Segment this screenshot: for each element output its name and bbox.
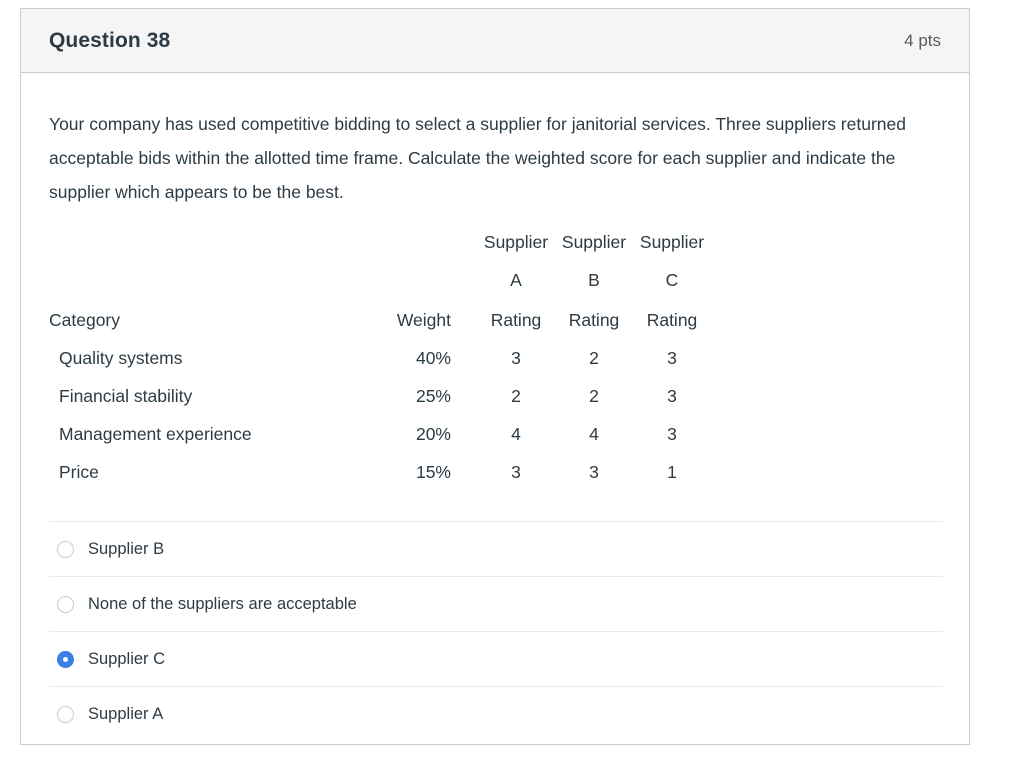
cell-weight: 20% — [415, 424, 451, 444]
cell-rating-a: 2 — [511, 386, 521, 406]
answer-option-1[interactable]: Supplier B — [49, 521, 943, 576]
supplier-header-spacer — [49, 223, 371, 301]
answer-option-3[interactable]: Supplier C — [49, 631, 943, 686]
cell-weight: 40% — [415, 348, 451, 368]
cell-rating-b: 2 — [589, 348, 599, 368]
page-title: Question 38 — [49, 28, 171, 52]
answer-label: Supplier C — [88, 649, 166, 668]
radio-button-selected-icon[interactable] — [57, 650, 74, 668]
answer-label: Supplier A — [88, 704, 164, 723]
cell-rating-c: 3 — [667, 386, 677, 406]
column-header-weight: Weight — [396, 310, 451, 330]
answer-option-2[interactable]: None of the suppliers are acceptable — [49, 576, 943, 631]
cell-rating-b: 2 — [589, 386, 599, 406]
radio-button-icon[interactable] — [57, 705, 74, 723]
column-header-category: Category — [49, 310, 121, 330]
cell-category: Management experience — [59, 424, 252, 444]
supplier-rating-table: Supplier A Supplier B Supplier C Categor… — [49, 223, 711, 491]
supplier-header-spacer-gap — [451, 223, 477, 301]
answer-option-4[interactable]: Supplier A — [49, 686, 943, 741]
question-prompt: Your company has used competitive biddin… — [49, 114, 906, 202]
radio-button-icon[interactable] — [57, 540, 74, 558]
answer-label: Supplier B — [88, 539, 165, 558]
cell-category: Quality systems — [59, 348, 183, 368]
cell-weight: 15% — [415, 462, 451, 482]
cell-rating-b: 3 — [589, 462, 599, 482]
table-supplier-header-row: Supplier A Supplier B Supplier C — [49, 223, 711, 301]
question-card: Question 38 4 pts Your company has used … — [20, 8, 970, 745]
column-header-rating-b: Rating — [568, 310, 620, 330]
question-points: 4 pts — [904, 30, 941, 50]
table-row: Price 15% 3 3 1 — [49, 453, 711, 491]
cell-rating-c: 3 — [667, 424, 677, 444]
cell-category: Price — [59, 462, 99, 482]
cell-rating-c: 3 — [667, 348, 677, 368]
column-header-gap — [451, 301, 477, 339]
supplier-header-b: Supplier B — [561, 232, 627, 290]
cell-rating-b: 4 — [589, 424, 599, 444]
question-header: Question 38 4 pts — [21, 9, 969, 73]
cell-rating-c: 1 — [667, 462, 677, 482]
cell-rating-a: 3 — [511, 462, 521, 482]
supplier-header-c: Supplier C — [639, 232, 705, 290]
radio-button-icon[interactable] — [57, 595, 74, 613]
table-row: Management experience 20% 4 4 3 — [49, 415, 711, 453]
column-header-rating-c: Rating — [646, 310, 698, 330]
supplier-header-a: Supplier A — [483, 232, 549, 290]
table-column-header-row: Category Weight Rating Rating Rating — [49, 301, 711, 339]
answer-label: None of the suppliers are acceptable — [88, 594, 357, 613]
table-row: Quality systems 40% 3 2 3 — [49, 339, 711, 377]
answer-options: Supplier B None of the suppliers are acc… — [49, 521, 943, 741]
column-header-rating-a: Rating — [490, 310, 542, 330]
cell-category: Financial stability — [59, 386, 193, 406]
table-row: Financial stability 25% 2 2 3 — [49, 377, 711, 415]
cell-rating-a: 3 — [511, 348, 521, 368]
supplier-header-spacer-weight — [371, 223, 451, 301]
cell-weight: 25% — [415, 386, 451, 406]
cell-rating-a: 4 — [511, 424, 521, 444]
question-body: Your company has used competitive biddin… — [21, 73, 969, 741]
